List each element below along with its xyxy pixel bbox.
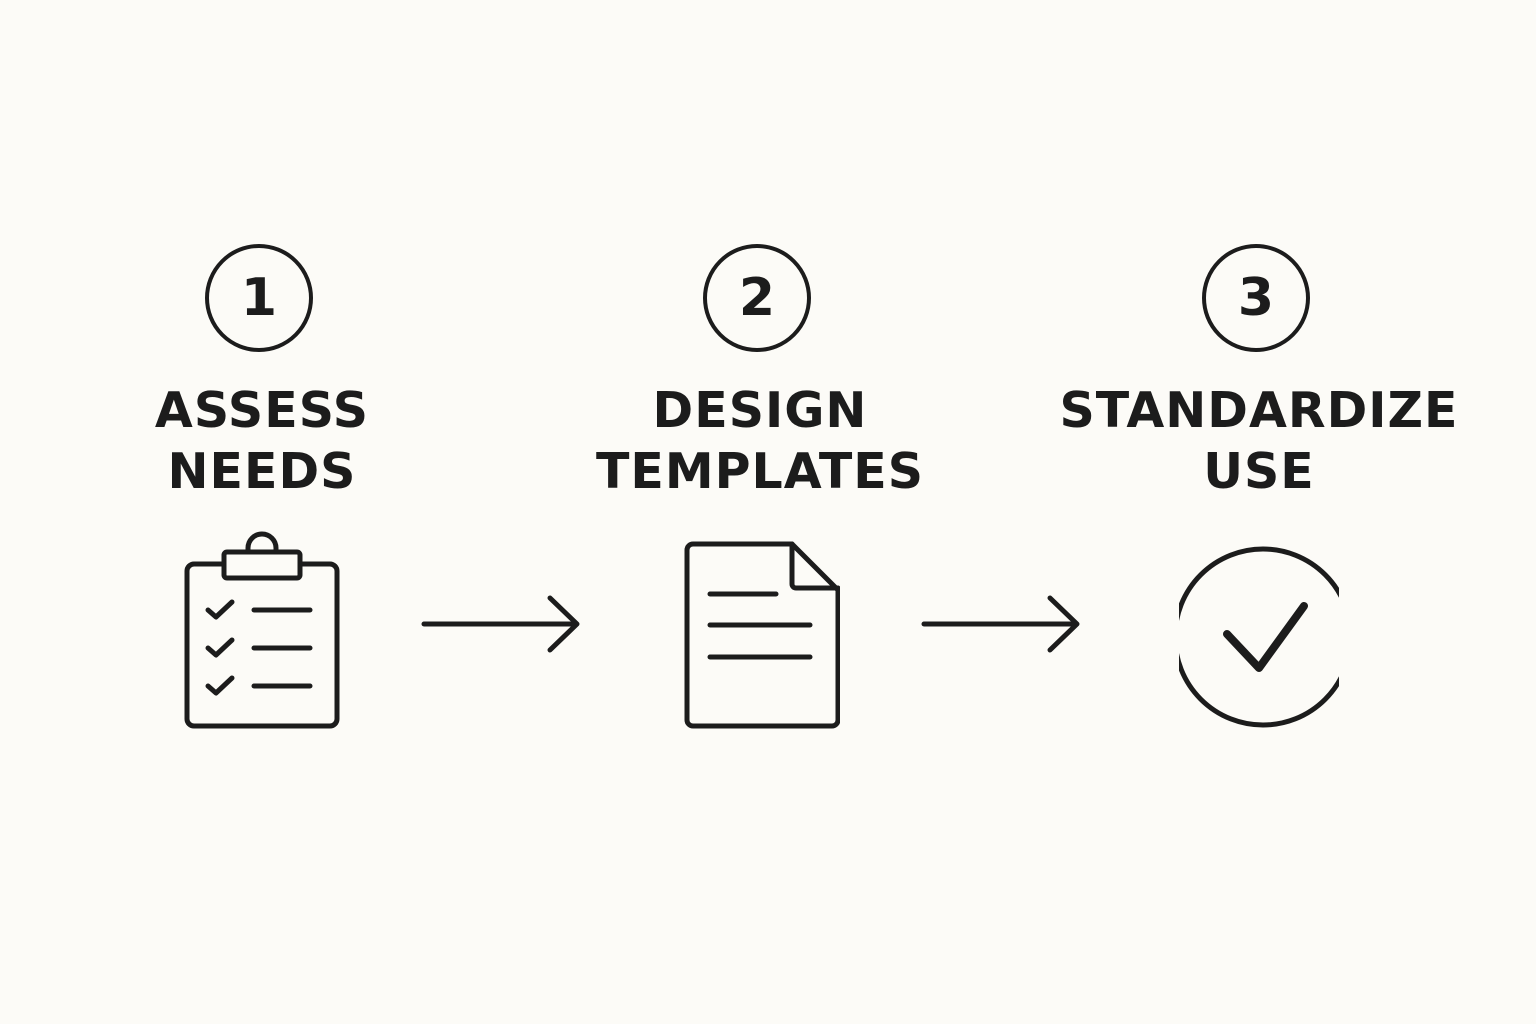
document-icon: [680, 530, 840, 730]
step-title-line-1: STANDARDIZE: [1059, 382, 1459, 439]
step-title-line-1: DESIGN: [652, 382, 868, 439]
step-number-badge: 3: [1202, 244, 1310, 352]
step-title-line-2: USE: [1203, 443, 1315, 500]
step-number: 3: [1237, 268, 1275, 328]
step-design-templates: 2 DESIGN TEMPLATES: [550, 0, 970, 1024]
right-arrow-icon: [920, 594, 1084, 654]
step-number-badge: 2: [703, 244, 811, 352]
step-title-line-2: NEEDS: [167, 443, 357, 500]
check-circle-icon: [1179, 530, 1339, 730]
step-title-line-2: TEMPLATES: [595, 443, 925, 500]
step-title-line-1: ASSESS: [154, 382, 370, 439]
step-number: 1: [240, 268, 278, 328]
clipboard-checklist-icon: [182, 530, 342, 730]
step-assess-needs: 1 ASSESS NEEDS: [52, 0, 472, 1024]
step-standardize-use: 3 STANDARDIZE USE: [1049, 0, 1469, 1024]
step-number: 2: [738, 268, 776, 328]
right-arrow-icon: [420, 594, 584, 654]
step-number-badge: 1: [205, 244, 313, 352]
